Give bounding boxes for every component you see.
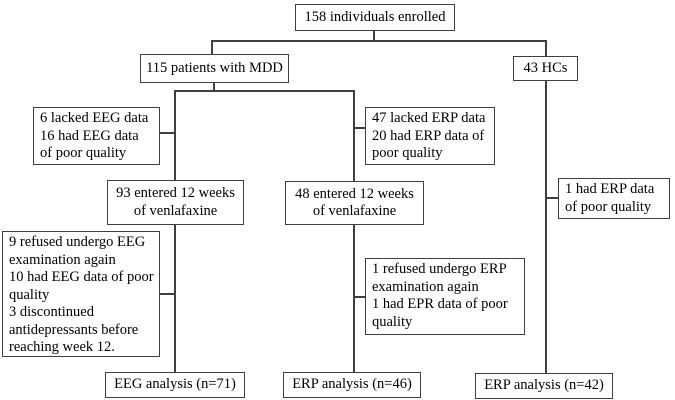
- node-eeg-exclusion-followup: 9 refused undergo EEG examination again …: [2, 231, 160, 357]
- connector-mdd-branch: [174, 90, 355, 92]
- node-eeg-analysis: EEG analysis (n=71): [105, 372, 245, 398]
- node-erp-exclusion-followup: 1 refused undergo ERP examination again …: [365, 258, 525, 335]
- node-venlafaxine-93: 93 entered 12 weeks of venlafaxine: [107, 180, 244, 225]
- connector-to-venla48: [353, 90, 355, 182]
- node-healthy-controls: 43 HCs: [513, 56, 578, 81]
- connector-hc-exclusion-stub: [545, 197, 559, 199]
- node-mdd-patients: 115 patients with MDD: [140, 54, 289, 83]
- connector-erp-exclusion2-stub: [353, 296, 366, 298]
- node-erp-exclusion-baseline: 47 lacked ERP data 20 had ERP data of po…: [365, 107, 495, 165]
- connector-to-mdd: [211, 40, 213, 55]
- connector-hcs-to-analysis: [545, 80, 547, 374]
- connector-eeg-exclusion1-stub: [160, 132, 174, 134]
- node-eeg-exclusion-baseline: 6 lacked EEG data 16 had EEG data of poo…: [33, 107, 160, 165]
- connector-mdd-down: [213, 82, 215, 92]
- connector-eeg-exclusion2-stub: [160, 293, 174, 295]
- node-erp-analysis-hc: ERP analysis (n=42): [475, 373, 613, 399]
- connector-to-venla93: [174, 90, 176, 181]
- connector-to-hcs: [545, 40, 547, 57]
- node-erp-analysis-mdd: ERP analysis (n=46): [283, 372, 421, 398]
- connector-enrolled-down: [373, 30, 375, 42]
- connector-enrolled-branch: [211, 40, 547, 42]
- connector-erp-exclusion1-stub: [353, 127, 366, 129]
- node-venlafaxine-48: 48 entered 12 weeks of venlafaxine: [285, 181, 424, 225]
- connector-venla93-to-analysis: [174, 224, 176, 373]
- node-hc-exclusion: 1 had ERP data of poor quality: [558, 178, 670, 219]
- node-enrolled-count: 158 individuals enrolled: [295, 4, 455, 31]
- connector-venla48-to-analysis: [353, 224, 355, 373]
